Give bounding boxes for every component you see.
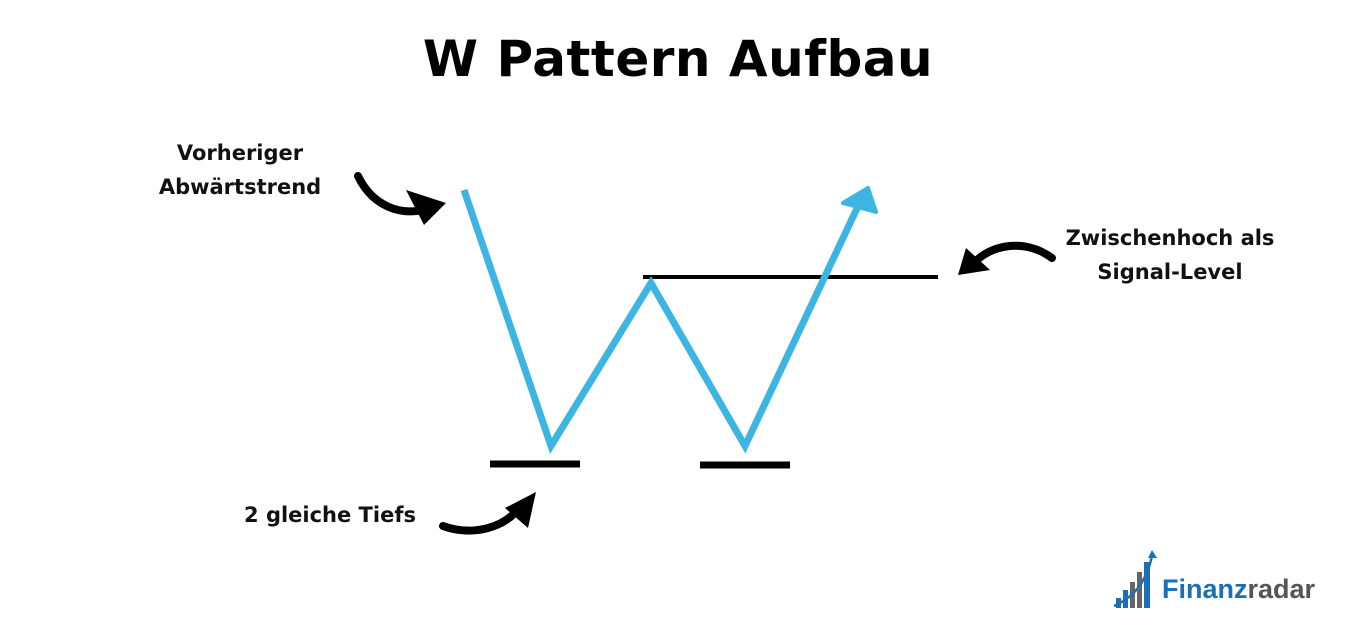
- page-title: W Pattern Aufbau: [422, 30, 934, 88]
- curved-arrow-icon: [439, 492, 536, 535]
- logo-text-finanz: Finanz: [1162, 574, 1248, 604]
- signal-level-label-line2: Signal-Level: [1097, 260, 1243, 284]
- breakout-arrowhead-icon: [841, 186, 878, 214]
- finanzradar-logo: Finanzradar: [1112, 548, 1352, 612]
- logo-text-radar: radar: [1247, 574, 1316, 604]
- rising-chart-logo-icon: [1113, 550, 1157, 608]
- w-pattern-line: [460, 188, 864, 455]
- signal-level-label: Zwischenhoch als Signal-Level: [1050, 221, 1290, 289]
- prior-trend-label-line1: Vorheriger: [176, 141, 304, 165]
- curved-arrow-icon: [958, 241, 1056, 275]
- equal-lows-label: 2 gleiche Tiefs: [244, 503, 416, 527]
- prior-trend-label-line2: Abwärtstrend: [158, 175, 322, 199]
- signal-level-label-line1: Zwischenhoch als: [1065, 226, 1275, 250]
- prior-trend-label: Vorheriger Abwärtstrend: [150, 136, 330, 204]
- curved-arrow-icon: [354, 172, 446, 225]
